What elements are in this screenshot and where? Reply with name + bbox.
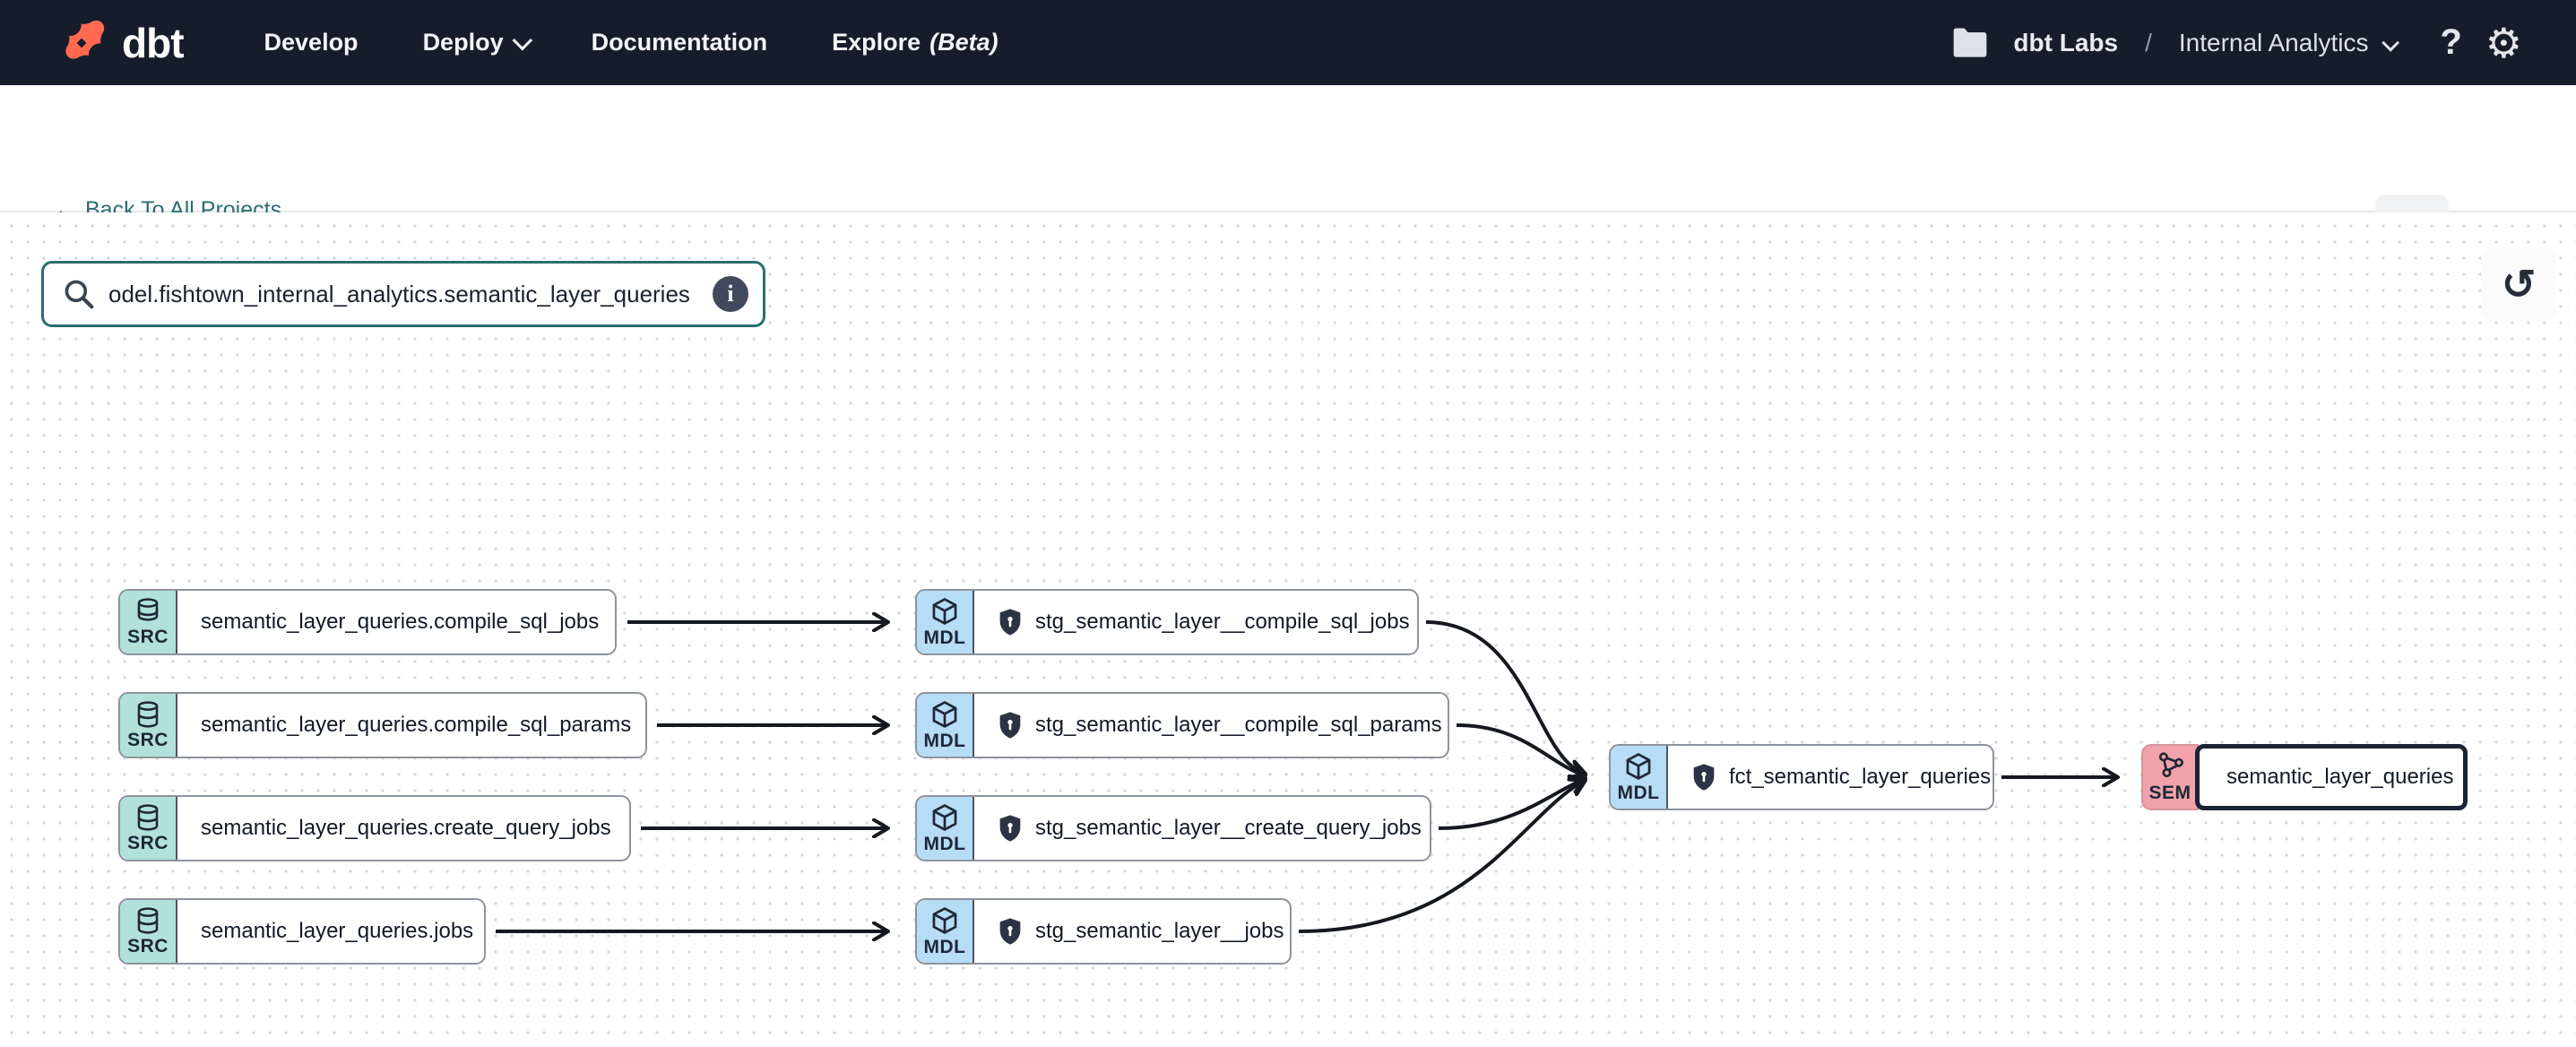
model-badge: MDL [917,591,974,653]
node-label: semantic_layer_queries [2226,765,2454,789]
org-breadcrumb[interactable]: dbt Labs [2013,28,2119,56]
badge-label: MDL [923,627,966,648]
lineage-node-stg-compile-sql-params[interactable]: MDL stg_semantic_layer__compile_sql_para… [915,692,1449,758]
source-badge: SRC [120,591,177,653]
cube-icon [932,803,957,831]
lineage-node-src-compile-sql-params[interactable]: SRC semantic_layer_queries.compile_sql_p… [118,692,647,758]
source-badge: SRC [120,797,177,860]
dbt-logo[interactable]: dbt [54,15,185,71]
node-label: semantic_layer_queries.compile_sql_jobs [201,610,600,634]
lineage-edges [496,212,2576,1047]
chevron-down-icon [512,30,532,50]
badge-label: SRC [127,626,169,647]
model-badge: MDL [917,900,974,963]
badge-label: MDL [923,833,966,854]
breadcrumb-separator: / [2145,28,2152,56]
node-label: semantic_layer_queries.jobs [201,919,474,943]
explore-beta-tag: (Beta) [929,29,998,56]
reset-view-button[interactable]: ↺ [2481,247,2556,321]
lineage-node-stg-jobs[interactable]: MDL stg_semantic_layer__jobs [915,898,1292,965]
model-badge: MDL [917,694,974,757]
help-icon[interactable]: ? [2440,22,2462,62]
node-label: semantic_layer_queries.create_query_jobs [201,816,611,840]
main-nav: Develop Deploy Documentation Explore (Be… [264,29,998,56]
badge-label: SRC [127,935,169,956]
badge-label: SRC [127,832,169,853]
lineage-search-box: odel.fishtown_internal_analytics.semanti… [41,261,765,327]
nav-item-documentation[interactable]: Documentation [591,29,768,56]
shield-lock-icon [999,712,1021,739]
cube-icon [932,700,957,728]
chevron-down-icon [2382,33,2400,52]
nav-item-deploy[interactable]: Deploy [422,29,532,56]
shield-lock-icon [999,609,1021,636]
lineage-node-fct-semantic-layer-queries[interactable]: MDL fct_semantic_layer_queries [1609,744,1994,810]
badge-label: MDL [923,936,966,957]
lineage-node-semantic-layer-queries[interactable]: SEM semantic_layer_queries [2141,744,2468,810]
search-input[interactable]: odel.fishtown_internal_analytics.semanti… [108,280,690,307]
model-badge: MDL [917,797,974,860]
shield-lock-icon [1693,764,1715,791]
lineage-canvas[interactable]: odel.fishtown_internal_analytics.semanti… [0,212,2576,1047]
node-label: semantic_layer_queries.compile_sql_param… [201,713,632,737]
brand-wordmark: dbt [122,19,185,66]
project-breadcrumb-label: Internal Analytics [2178,28,2369,56]
database-icon [137,700,159,728]
dbt-logo-icon [65,20,105,59]
reset-icon: ↺ [2501,261,2537,307]
project-breadcrumb[interactable]: Internal Analytics [2178,28,2400,57]
model-badge: MDL [1611,746,1668,809]
badge-label: MDL [1617,782,1660,803]
page-header: ← Back To All Projects Internal Analytic… [0,85,2576,268]
node-label: stg_semantic_layer__compile_sql_params [1035,713,1442,737]
folder-icon [1954,28,1987,57]
nav-item-explore[interactable]: Explore (Beta) [832,29,998,56]
lineage-node-src-jobs[interactable]: SRC semantic_layer_queries.jobs [118,898,486,965]
cube-icon [932,597,957,625]
lineage-node-stg-create-query-jobs[interactable]: MDL stg_semantic_layer__create_query_job… [915,795,1431,861]
search-icon [65,280,94,309]
info-icon[interactable]: i [713,276,748,312]
database-icon [137,906,159,934]
cube-icon [932,906,957,934]
nav-item-deploy-label: Deploy [422,29,504,56]
settings-gear-icon[interactable]: ⚙ [2485,19,2522,66]
node-label: stg_semantic_layer__compile_sql_jobs [1035,610,1410,634]
cube-icon [1626,752,1651,780]
lineage-node-src-compile-sql-jobs[interactable]: SRC semantic_layer_queries.compile_sql_j… [118,589,617,655]
semantic-triangle-icon [2158,751,2183,777]
nav-item-explore-label: Explore [832,29,921,56]
node-label: fct_semantic_layer_queries [1729,765,1992,789]
lineage-node-stg-compile-sql-jobs[interactable]: MDL stg_semantic_layer__compile_sql_jobs [915,589,1419,655]
semantic-model-badge: SEM [2141,744,2199,810]
nav-item-develop[interactable]: Develop [264,29,359,56]
badge-label: SEM [2148,782,2191,803]
top-navbar: dbt Develop Deploy Documentation Explore… [0,0,2576,85]
badge-label: MDL [923,730,966,751]
database-icon [137,803,159,831]
source-badge: SRC [120,900,177,963]
source-badge: SRC [120,694,177,757]
account-area: dbt Labs / Internal Analytics ? ⚙ [1950,22,2522,64]
node-label: stg_semantic_layer__jobs [1035,919,1284,943]
database-icon [137,597,159,621]
lineage-node-src-create-query-jobs[interactable]: SRC semantic_layer_queries.create_query_… [118,795,631,861]
badge-label: SRC [127,729,169,750]
shield-lock-icon [999,918,1021,945]
node-label: stg_semantic_layer__create_query_jobs [1035,816,1422,840]
shield-lock-icon [999,815,1021,842]
